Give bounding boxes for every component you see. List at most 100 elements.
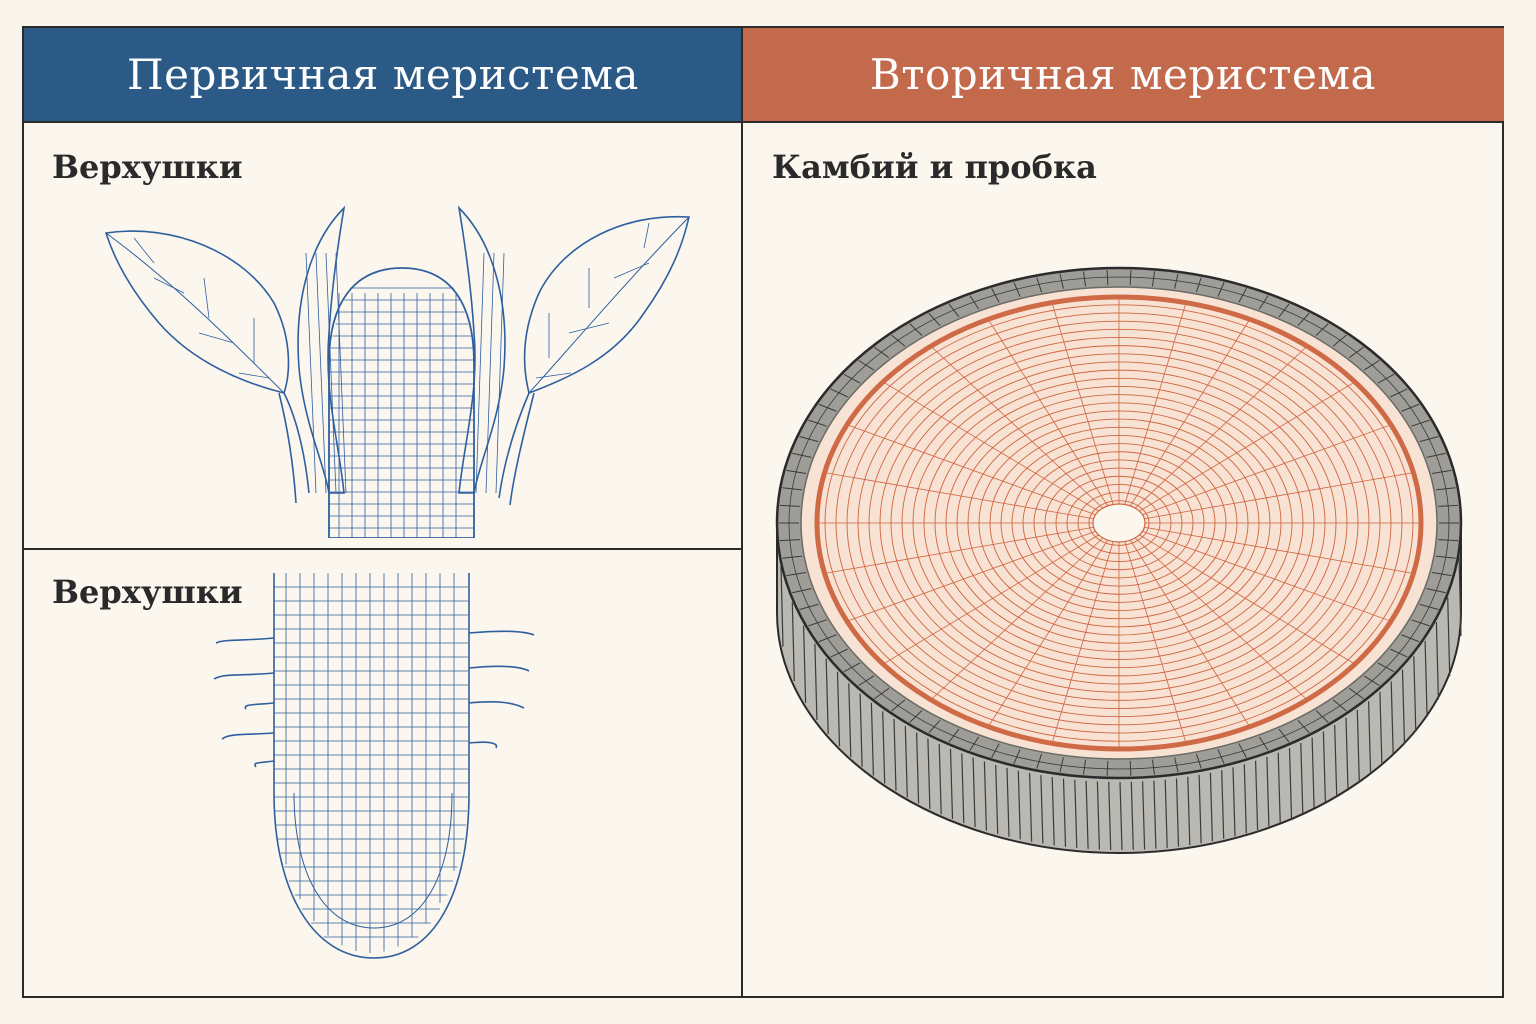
bark-fissure xyxy=(1006,767,1010,837)
cell-wall xyxy=(335,252,347,494)
bark-fissure xyxy=(1266,756,1270,827)
bark-fissure xyxy=(1074,779,1078,849)
cell-wall xyxy=(495,252,505,494)
cork-cell xyxy=(948,728,960,743)
wood-ray xyxy=(1129,306,1259,507)
bark-fissure xyxy=(1017,770,1021,840)
bark-fissure xyxy=(1096,781,1100,850)
cell-wall xyxy=(475,252,485,494)
bark-fissure xyxy=(803,625,807,703)
bark-fissure xyxy=(916,732,920,804)
comparison-table: Первичная меристема Вторичная меристема … xyxy=(22,26,1504,998)
bark-fissure xyxy=(882,711,886,784)
cork-cell xyxy=(1013,749,1021,764)
bark-fissure xyxy=(1300,742,1304,814)
bark-fissure xyxy=(870,702,874,776)
bark-fissure xyxy=(995,764,999,834)
bark-fissure xyxy=(1390,681,1394,756)
bark-fissure xyxy=(1322,731,1326,803)
bark-fissure xyxy=(1447,597,1451,677)
cork-cell xyxy=(1238,743,1247,758)
cork-cell xyxy=(1258,736,1269,751)
bark-fissure xyxy=(1311,737,1315,809)
bark-fissure xyxy=(1345,717,1349,790)
wood-ray xyxy=(868,534,1099,673)
cork-cell xyxy=(1059,273,1064,289)
bark-fissure xyxy=(893,719,897,791)
wood-ray xyxy=(830,530,1096,628)
cork-cell xyxy=(1129,270,1132,286)
root-hair xyxy=(244,702,275,710)
wood-ray xyxy=(830,418,1096,516)
wood-ray xyxy=(919,537,1104,711)
wood-ray xyxy=(1144,469,1419,520)
secondary-meristem-header: Вторичная меристема xyxy=(742,28,1504,123)
bark-fissure xyxy=(1288,748,1293,819)
bark-fissure xyxy=(1277,752,1281,823)
bark-fissure xyxy=(1085,780,1089,849)
cork-cell xyxy=(1151,271,1156,287)
cork-cell xyxy=(1217,749,1225,764)
cambium-cork-label: Камбий и пробка xyxy=(772,148,1097,186)
cork-cell xyxy=(1036,753,1043,769)
bark-fissure xyxy=(791,602,795,681)
root-apex-illustration xyxy=(213,573,535,959)
wood-ray xyxy=(1129,539,1259,740)
cork-cell xyxy=(969,295,980,310)
cork-cell xyxy=(1195,277,1202,293)
root-hair xyxy=(213,672,275,680)
root-hair xyxy=(215,637,275,644)
primary-meristem-title: Первичная меристема xyxy=(127,50,639,99)
bark-fissure xyxy=(1334,724,1338,797)
cork-cell xyxy=(1278,303,1290,318)
wood-ray xyxy=(868,373,1099,512)
bark-fissure xyxy=(904,726,908,798)
cork-cell xyxy=(1174,757,1179,773)
bark-fissure xyxy=(1108,781,1112,850)
cork-cell xyxy=(969,736,980,751)
cork-cell xyxy=(928,312,941,327)
cork-cell xyxy=(1217,282,1225,297)
wood-ray xyxy=(1124,541,1191,748)
cork-cell xyxy=(1082,759,1087,775)
primary-meristem-header: Первичная меристема xyxy=(24,28,742,123)
bark-fissure xyxy=(1368,701,1372,775)
bark-fissure xyxy=(972,757,976,828)
bark-fissure xyxy=(1243,764,1247,834)
column-divider xyxy=(741,28,743,996)
root-hair xyxy=(468,630,535,636)
wood-ray xyxy=(1142,418,1408,516)
root-hair xyxy=(254,760,275,768)
cork-cell xyxy=(1059,757,1064,773)
cork-cell xyxy=(991,743,1000,758)
cork-cell xyxy=(991,288,1000,303)
cambium-ring xyxy=(814,294,1424,752)
bark-fissure xyxy=(927,738,931,810)
root-hair xyxy=(468,701,525,709)
left-leaf xyxy=(104,230,290,394)
bark-fissure xyxy=(848,683,852,758)
cork-cell xyxy=(1297,719,1310,734)
cork-cell xyxy=(1036,277,1043,293)
bark-fissure xyxy=(983,761,987,831)
wood-ray xyxy=(1139,373,1370,512)
bark-fissure xyxy=(814,643,818,720)
bark-fissure xyxy=(1142,781,1146,850)
bark-fissure xyxy=(949,748,954,819)
wood-ray xyxy=(979,539,1109,740)
bark-fissure xyxy=(1040,775,1044,844)
root-hair xyxy=(221,732,275,740)
bark-fissure xyxy=(825,658,829,735)
apical-dome xyxy=(328,267,475,538)
pith xyxy=(1092,503,1146,543)
right-leaf-primordium xyxy=(457,205,506,494)
root-hair xyxy=(468,741,498,749)
bark-fissure xyxy=(1051,777,1055,846)
cork-cell xyxy=(1106,270,1109,286)
cork-cell xyxy=(928,719,941,734)
bark-fissure xyxy=(1153,780,1157,849)
left-leaf-primordium xyxy=(297,205,346,494)
bark-fissure xyxy=(1029,773,1033,842)
bark-fissure xyxy=(1209,772,1213,842)
cork-cell xyxy=(1258,295,1269,310)
